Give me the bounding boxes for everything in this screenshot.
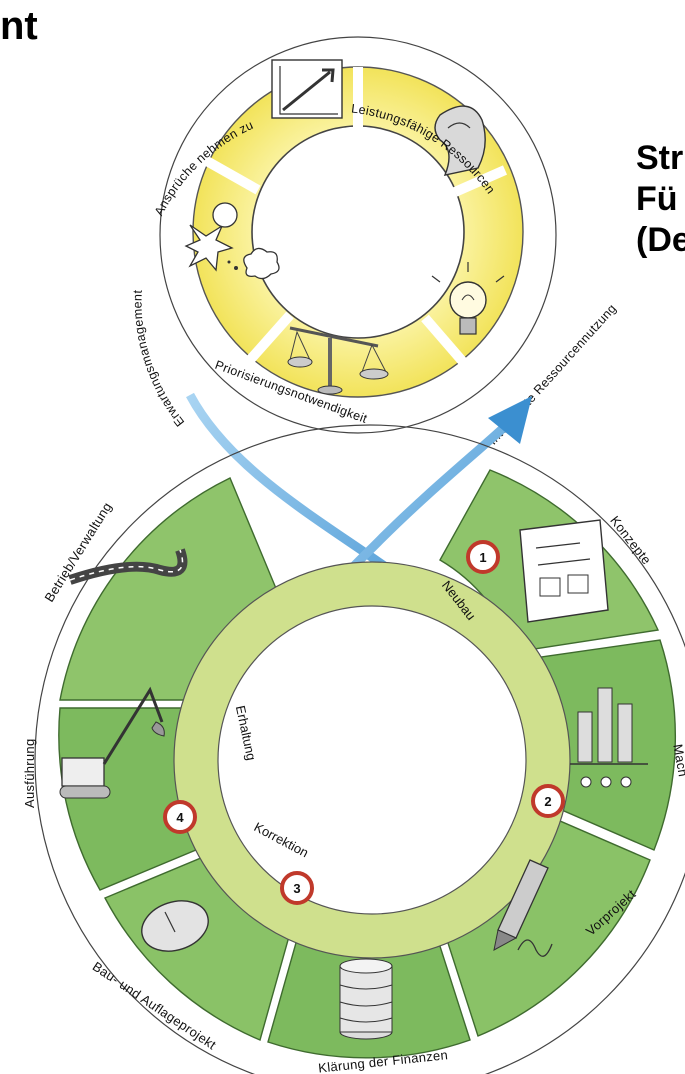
lower-inner-ring	[174, 562, 570, 958]
lower-inner-hole	[217, 605, 527, 915]
lower-outer-ring	[34, 424, 685, 1074]
upper-outer-ring	[159, 36, 557, 434]
pencil-icon	[493, 859, 553, 957]
side-title-line-1: Str	[636, 139, 684, 177]
side-title: Str Fü (De	[636, 138, 685, 261]
marker-3: 3	[280, 871, 314, 905]
rising-chart-icon	[271, 59, 343, 119]
coin-stack-icon	[339, 958, 393, 1040]
svg-text:3: 3	[293, 881, 300, 896]
outer-label-ausfuehrung: Ausführung	[22, 739, 37, 809]
document-icon	[519, 519, 609, 623]
bar-chart-icon	[570, 687, 648, 788]
computer-mouse-icon	[141, 900, 209, 952]
balance-scale-icon	[287, 326, 389, 395]
upper-cycle: Ansprüche nehmen zu Leistungsfähige Ress…	[130, 36, 619, 448]
heading-fragment: nt	[0, 4, 38, 48]
svg-text:1: 1	[479, 550, 486, 565]
upper-inner-hole	[251, 125, 465, 339]
marker-4: 4	[163, 800, 197, 834]
outer-label-konzepte: Konzepte	[607, 513, 654, 567]
upper-segment-gap	[202, 155, 261, 195]
marker-2: 2	[531, 784, 565, 818]
lower-inner-ring-outline	[173, 561, 571, 959]
light-bulb-icon	[431, 262, 505, 335]
side-title-line-2: Fü	[636, 180, 678, 218]
excavator-icon	[59, 686, 165, 799]
road-icon	[68, 548, 188, 585]
upper-segment-gap	[452, 165, 508, 197]
up-arrow-head	[488, 396, 532, 444]
lower-cycle: 1 2 3 4 Neubau Erhaltung Korrektion Konz…	[22, 424, 685, 1074]
speech-bubbles-icon	[184, 202, 280, 280]
svg-text:4: 4	[176, 810, 184, 825]
svg-text:2: 2	[544, 794, 551, 809]
upper-label-4: Erwartungsmanagement	[130, 289, 187, 429]
flexed-arm-icon	[434, 105, 486, 176]
side-title-line-3: (De	[636, 221, 685, 259]
marker-1: 1	[466, 540, 500, 574]
upper-segment-gap	[421, 314, 474, 374]
upper-segment-gap	[246, 311, 294, 364]
